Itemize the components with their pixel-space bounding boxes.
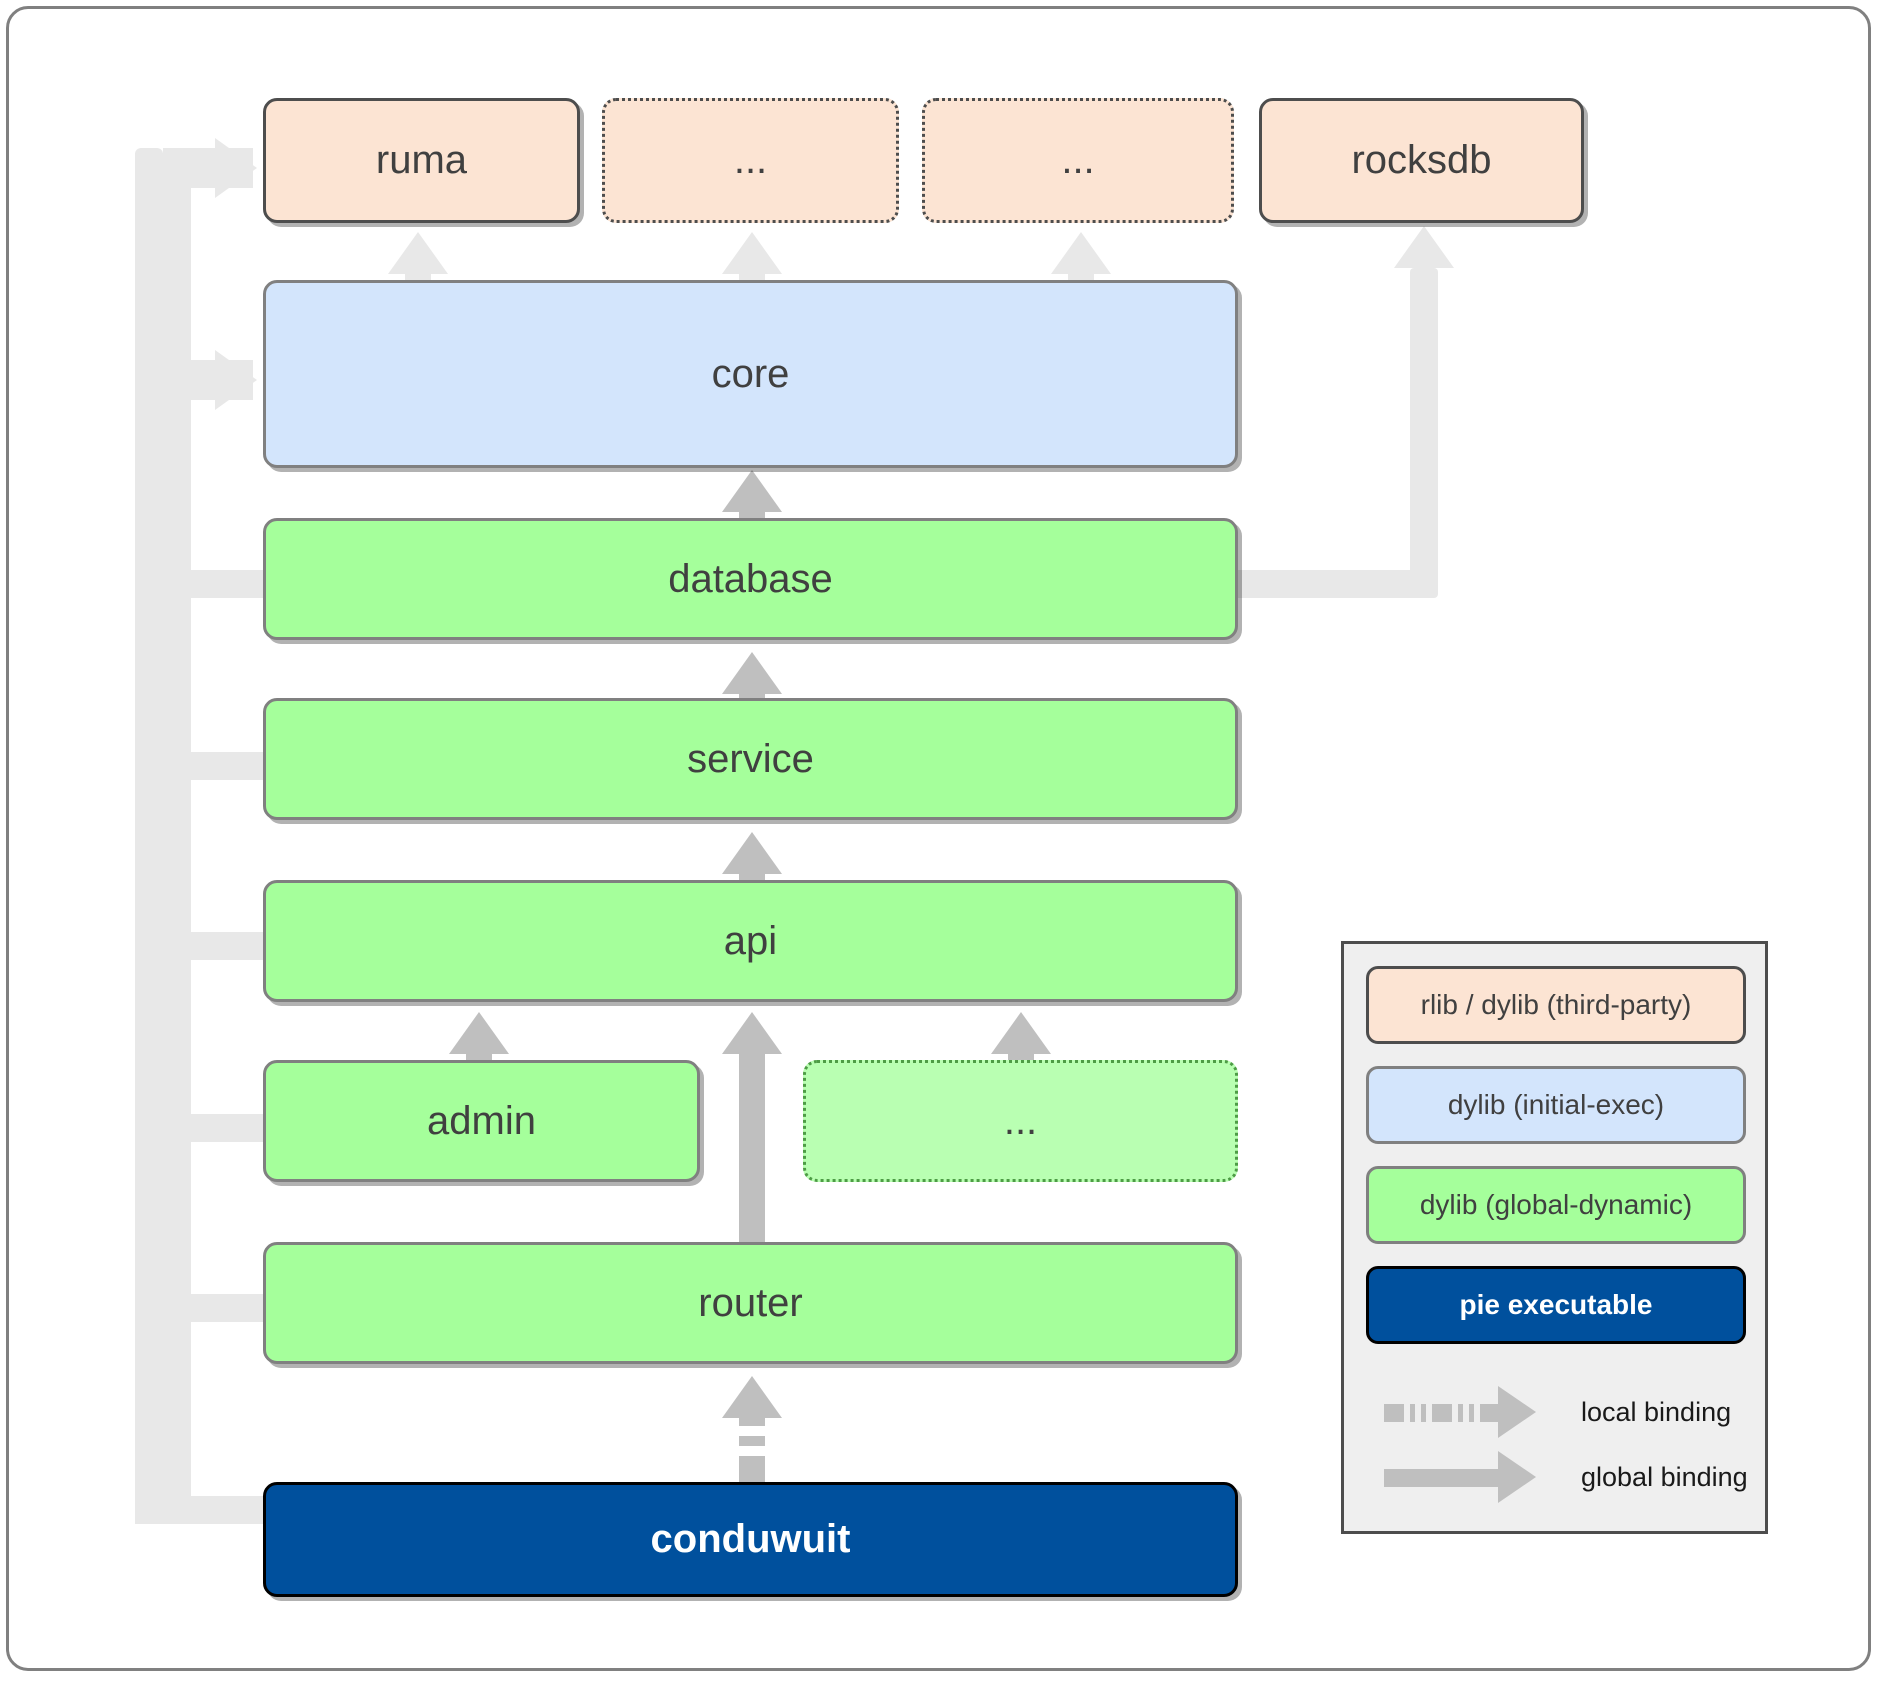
node-ellipsis-top-1-label: ... bbox=[733, 138, 768, 182]
conduwuit-to-router-shaft-b bbox=[739, 1436, 765, 1446]
rocksdb-link-arrowhead bbox=[1394, 226, 1454, 268]
node-ellipsis-top-1[interactable]: ... bbox=[602, 98, 899, 223]
legend-label-global-dynamic: dylib (global-dynamic) bbox=[1419, 1189, 1693, 1220]
node-router-label: router bbox=[698, 1280, 803, 1325]
ellipsis-to-api-arrowhead bbox=[991, 1012, 1051, 1054]
local-binding-branch-service bbox=[163, 752, 268, 780]
node-database[interactable]: database bbox=[263, 518, 1238, 640]
legend-local-arrowhead bbox=[1498, 1386, 1536, 1438]
router-to-api-shaft bbox=[739, 1050, 765, 1242]
node-api[interactable]: api bbox=[263, 880, 1238, 1002]
node-ellipsis-top-2[interactable]: ... bbox=[922, 98, 1234, 223]
legend-label-initial-exec: dylib (initial-exec) bbox=[1447, 1089, 1665, 1120]
service-to-database-arrowhead bbox=[722, 652, 782, 694]
legend-global-shaft bbox=[1384, 1469, 1500, 1487]
node-ellipsis-top-2-label: ... bbox=[1061, 138, 1095, 182]
node-core[interactable]: core bbox=[263, 280, 1238, 468]
node-admin[interactable]: admin bbox=[263, 1060, 700, 1182]
local-binding-branch-conduwuit bbox=[135, 1496, 275, 1524]
local-binding-branch-router bbox=[163, 1294, 268, 1322]
conduwuit-to-router-arrowhead bbox=[722, 1376, 782, 1418]
legend-label-global-binding: global binding bbox=[1581, 1461, 1748, 1492]
legend-swatch-pie-executable: pie executable bbox=[1366, 1266, 1746, 1344]
conduwuit-to-router-shaft-a bbox=[739, 1456, 765, 1486]
legend-local-dash-3 bbox=[1421, 1404, 1426, 1422]
legend-local-dash-1 bbox=[1384, 1404, 1404, 1422]
legend-global-arrowhead bbox=[1498, 1451, 1536, 1503]
legend-row-local-binding: local binding bbox=[1366, 1384, 1751, 1440]
local-binding-arrowhead-ruma bbox=[215, 138, 257, 198]
node-api-label: api bbox=[723, 918, 778, 963]
rocksdb-link-vertical bbox=[1410, 268, 1438, 598]
legend-label-local-binding: local binding bbox=[1581, 1396, 1732, 1427]
rocksdb-link-horizontal bbox=[1235, 570, 1425, 598]
local-binding-branch-admin bbox=[163, 1114, 268, 1142]
legend-label-pie-executable: pie executable bbox=[1459, 1289, 1653, 1320]
node-conduwuit-label: conduwuit bbox=[650, 1517, 851, 1561]
local-binding-branch-database bbox=[163, 570, 268, 598]
legend-row-global-binding: global binding bbox=[1366, 1449, 1751, 1505]
node-conduwuit[interactable]: conduwuit bbox=[263, 1482, 1238, 1597]
node-admin-label: admin bbox=[427, 1098, 536, 1143]
api-to-service-arrowhead bbox=[722, 832, 782, 874]
node-ellipsis-api-label: ... bbox=[1003, 1098, 1038, 1143]
legend-local-dash-6 bbox=[1469, 1404, 1474, 1422]
legend-local-dash-5 bbox=[1458, 1404, 1463, 1422]
node-rocksdb-label: rocksdb bbox=[1351, 138, 1492, 182]
node-rocksdb[interactable]: rocksdb bbox=[1259, 98, 1584, 223]
local-binding-arrowhead-core bbox=[215, 350, 257, 410]
database-to-core-arrowhead bbox=[722, 470, 782, 512]
core-to-ellipsis2-arrowhead bbox=[1051, 232, 1111, 274]
core-to-ruma-arrowhead bbox=[388, 232, 448, 274]
legend-swatch-third-party: rlib / dylib (third-party) bbox=[1366, 966, 1746, 1044]
admin-to-api-arrowhead bbox=[449, 1012, 509, 1054]
legend-swatch-initial-exec: dylib (initial-exec) bbox=[1366, 1066, 1746, 1144]
legend-swatch-global-dynamic: dylib (global-dynamic) bbox=[1366, 1166, 1746, 1244]
node-ruma[interactable]: ruma bbox=[263, 98, 580, 223]
node-router[interactable]: router bbox=[263, 1242, 1238, 1364]
legend-local-dash-2 bbox=[1410, 1404, 1415, 1422]
node-core-label: core bbox=[711, 351, 790, 396]
node-ellipsis-api[interactable]: ... bbox=[803, 1060, 1238, 1182]
node-service-label: service bbox=[687, 736, 814, 781]
core-to-ellipsis1-arrowhead bbox=[722, 232, 782, 274]
node-database-label: database bbox=[668, 556, 833, 601]
local-binding-branch-api bbox=[163, 932, 268, 960]
node-ruma-label: ruma bbox=[375, 138, 468, 182]
conduwuit-to-router-shaft-c bbox=[739, 1416, 765, 1426]
legend-label-third-party: rlib / dylib (third-party) bbox=[1420, 989, 1692, 1020]
legend-panel: rlib / dylib (third-party) dylib (initia… bbox=[1341, 941, 1768, 1534]
legend-local-dash-7 bbox=[1480, 1404, 1500, 1422]
local-binding-trunk-vertical bbox=[135, 148, 163, 1524]
node-service[interactable]: service bbox=[263, 698, 1238, 820]
legend-local-dash-4 bbox=[1432, 1404, 1452, 1422]
router-to-api-arrowhead bbox=[722, 1012, 782, 1054]
